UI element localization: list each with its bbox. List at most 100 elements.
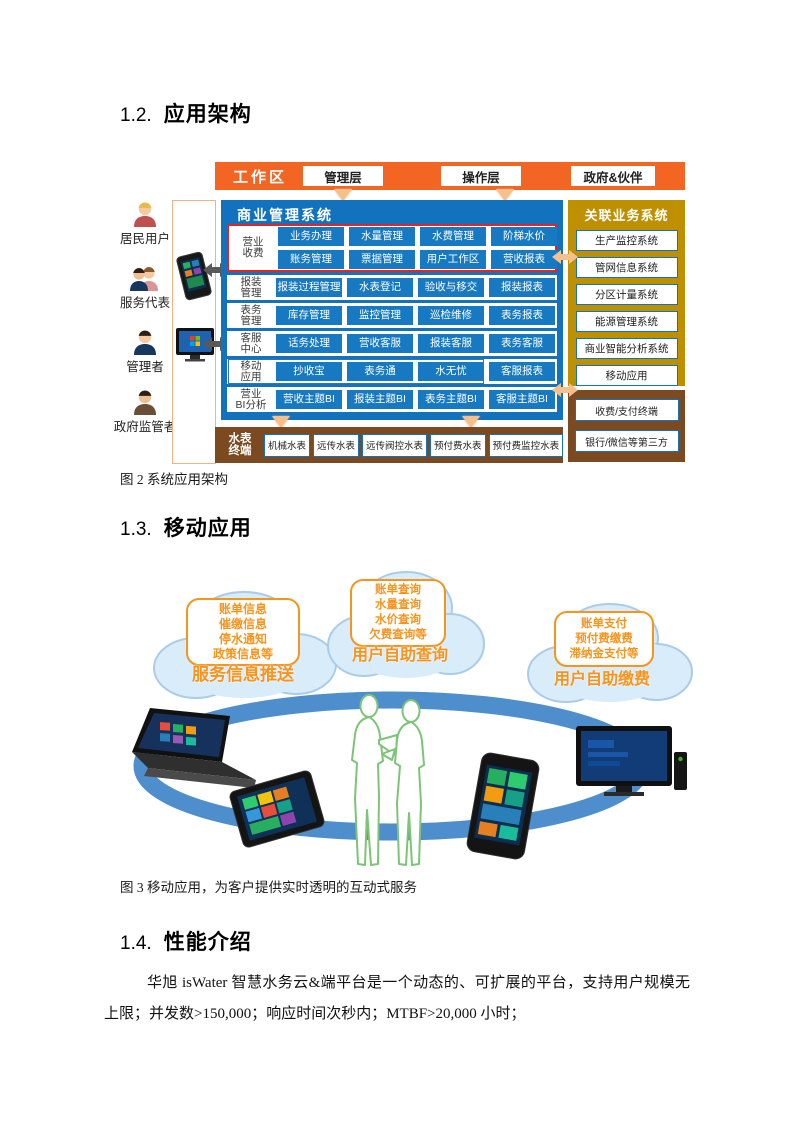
laptop-icon — [132, 708, 256, 788]
monitor-icon — [176, 328, 214, 362]
user-label: 居民用户 — [119, 232, 170, 246]
module-button: 表务报表 — [489, 306, 555, 325]
related-system: 分区计量系统 — [575, 284, 678, 305]
user-icon — [134, 330, 156, 355]
user-resident: 居民用户 — [103, 200, 187, 247]
row-revenue-collection: 营业 收费 业务办理 水量管理 水费管理 阶梯水价 账务管理 票据管理 用户工作… — [227, 224, 557, 272]
business-system-title: 商业管理系统 — [237, 207, 333, 223]
module-button: 监控管理 — [347, 306, 413, 325]
section-heading-1-2: 1.2. 应用架构 — [120, 98, 252, 128]
user-icon — [134, 390, 156, 415]
user-label: 政府监管者 — [113, 420, 177, 434]
workzone-box-gov-partner: 政府&伙伴 — [571, 166, 655, 186]
section-title: 应用架构 — [163, 103, 252, 126]
related-system: 商业智能分析系统 — [575, 338, 678, 359]
related-system: 管网信息系统 — [575, 257, 678, 278]
module-button: 巡检维修 — [418, 306, 484, 325]
section-heading-1-3: 1.3. 移动应用 — [120, 512, 252, 542]
module-button: 水表登记 — [347, 278, 413, 297]
tv-console-icon — [576, 726, 687, 796]
figure2-caption: 图 2 系统应用架构 — [120, 472, 228, 487]
section-number: 1.3. — [120, 519, 152, 540]
performance-paragraph: 华旭 isWater 智慧水务云&端平台是一个动态的、可扩展的平台，支持用户规模… — [104, 975, 690, 1022]
workzone-box-operation: 操作层 — [441, 166, 521, 186]
payment-terminal: 收费/支付终端 — [574, 399, 679, 421]
meter-type: 机械水表 — [264, 433, 311, 457]
module-button: 报装过程管理 — [276, 278, 342, 297]
related-system: 移动应用 — [575, 365, 678, 386]
module-button: 表务主题BI — [418, 390, 484, 409]
module-button: 业务办理 — [278, 227, 344, 246]
related-system: 生产监控系统 — [575, 230, 678, 251]
module-button: 阶梯水价 — [491, 227, 557, 246]
module-button: 水无忧 — [418, 362, 484, 381]
module-button: 用户工作区 — [420, 250, 486, 269]
module-button: 水费管理 — [420, 227, 486, 246]
meter-type: 远传水表 — [313, 433, 360, 457]
user-service-rep: 服务代表 — [103, 262, 187, 311]
meter-type: 预付费水表 — [430, 433, 486, 457]
meter-type: 预付费监控水表 — [488, 433, 564, 457]
cloud-title: 用户自助缴费 — [553, 671, 650, 688]
section-number: 1.4. — [120, 933, 152, 954]
module-button: 表务通 — [347, 362, 413, 381]
figure3-caption: 图 3 移动应用，为客户提供实时透明的互动式服务 — [120, 880, 417, 895]
meter-type: 远传阀控水表 — [362, 433, 428, 457]
payment-terminal: 银行/微信等第三方 — [574, 430, 679, 452]
section-title: 移动应用 — [163, 517, 252, 540]
section-title: 性能介绍 — [163, 931, 252, 954]
module-button: 营收主题BI — [276, 390, 342, 409]
module-button: 票据管理 — [349, 250, 415, 269]
down-arrow-icon — [272, 416, 290, 428]
module-button: 表务客服 — [489, 334, 555, 353]
row-customer-service: 客服中心 话务处理 营收客服 报装客服 表务客服 — [227, 331, 557, 356]
self-pay-bubble: 账单支付 预付费缴费 滞纳金支付等 — [554, 611, 654, 667]
users-pair-icon — [130, 267, 158, 291]
section-heading-1-4: 1.4. 性能介绍 — [120, 926, 252, 956]
module-button: 库存管理 — [276, 306, 342, 325]
related-systems-box: 关联业务系统 生产监控系统 管网信息系统 分区计量系统 能源管理系统 商业智能分… — [568, 200, 685, 386]
phone-icon — [176, 251, 212, 301]
row-meter-service: 表务管理 库存管理 监控管理 巡检维修 表务报表 — [227, 303, 557, 328]
related-system: 能源管理系统 — [575, 311, 678, 332]
row-mobile-apps: 移动应用 抄收宝 表务通 水无忧 客服报表 — [227, 359, 557, 384]
meter-terminal-bar: 水表终端 机械水表 远传水表 远传阀控水表 预付费水表 预付费监控水表 — [215, 427, 564, 463]
cloud-title: 服务信息推送 — [192, 665, 294, 684]
related-systems-title: 关联业务系统 — [584, 208, 669, 223]
user-label: 管理者 — [126, 360, 164, 374]
workzone-bar: 工作区 管理层 操作层 政府&伙伴 — [215, 162, 685, 190]
module-button: 验收与移交 — [418, 278, 484, 297]
module-button: 账务管理 — [278, 250, 344, 269]
self-query-bubble: 账单查询 水量查询 水价查询 欠费查询等 — [350, 579, 446, 647]
module-button: 客服报表 — [489, 362, 555, 381]
people-illustration — [351, 694, 425, 866]
module-button: 话务处理 — [276, 334, 342, 353]
module-button: 营收报表 — [491, 250, 557, 269]
double-arrow-icon — [552, 383, 578, 397]
row-label: 营业 收费 — [242, 236, 264, 259]
module-button: 客服主题BI — [489, 390, 555, 409]
tablet-icon — [229, 770, 325, 848]
section-number: 1.2. — [120, 105, 152, 126]
module-button: 抄收宝 — [276, 362, 342, 381]
user-label: 服务代表 — [119, 296, 170, 310]
workzone-box-management: 管理层 — [303, 166, 383, 186]
module-button: 水量管理 — [349, 227, 415, 246]
business-rows-panel: 营业 收费 业务办理 水量管理 水费管理 阶梯水价 账务管理 票据管理 用户工作… — [227, 224, 557, 416]
down-arrow-icon — [496, 189, 514, 201]
user-manager: 管理者 — [103, 328, 187, 375]
smartphone-icon — [466, 752, 540, 860]
down-arrow-icon — [462, 416, 480, 428]
user-icon — [134, 202, 156, 227]
row-installation: 报装管理 报装过程管理 水表登记 验收与移交 报装报表 — [227, 275, 557, 300]
business-system-box: 商业管理系统 营业 收费 业务办理 水量管理 水费管理 阶梯水价 账务管理 — [221, 200, 563, 420]
double-arrow-icon — [552, 250, 578, 264]
workzone-label: 工作区 — [233, 168, 288, 186]
down-arrow-icon — [334, 189, 352, 201]
payment-terminals-box: 收费/支付终端 银行/微信等第三方 — [568, 390, 685, 462]
user-gov-supervisor: 政府监管者 — [103, 388, 187, 435]
module-button: 报装主题BI — [347, 390, 413, 409]
module-button: 报装报表 — [489, 278, 555, 297]
